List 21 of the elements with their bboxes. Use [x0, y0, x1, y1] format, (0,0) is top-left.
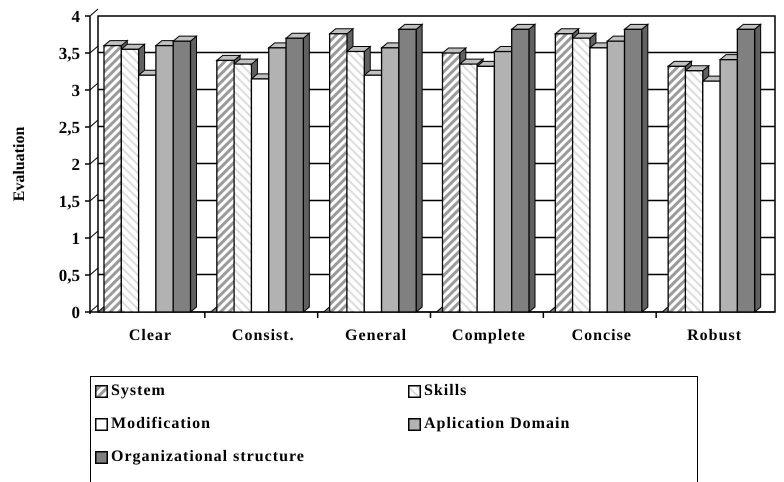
- tick-label: 1,5: [58, 192, 80, 211]
- tick-label: 1: [72, 229, 80, 248]
- category-label: Complete: [452, 327, 526, 344]
- tick-label: 0: [72, 303, 80, 322]
- tick-label: 3,5: [58, 44, 80, 63]
- category-label: General: [345, 327, 408, 344]
- legend-label: System: [111, 382, 166, 400]
- tick-label: 2: [72, 155, 80, 174]
- tick-label: 4: [72, 7, 80, 26]
- category-label: Robust: [687, 327, 742, 344]
- legend-label: Skills: [424, 382, 468, 400]
- tick-label: 2,5: [58, 118, 80, 137]
- axis-title: Evaluation: [11, 126, 28, 202]
- legend-label: Modification: [111, 415, 211, 433]
- tick-label: 3: [72, 81, 80, 100]
- category-label: Consist.: [232, 327, 295, 344]
- category-label: Clear: [128, 327, 172, 344]
- tick-label: 0,5: [58, 266, 80, 285]
- category-label: Concise: [572, 327, 632, 344]
- legend-label: Aplication Domain: [424, 415, 570, 433]
- legend-label: Organizational structure: [111, 448, 305, 466]
